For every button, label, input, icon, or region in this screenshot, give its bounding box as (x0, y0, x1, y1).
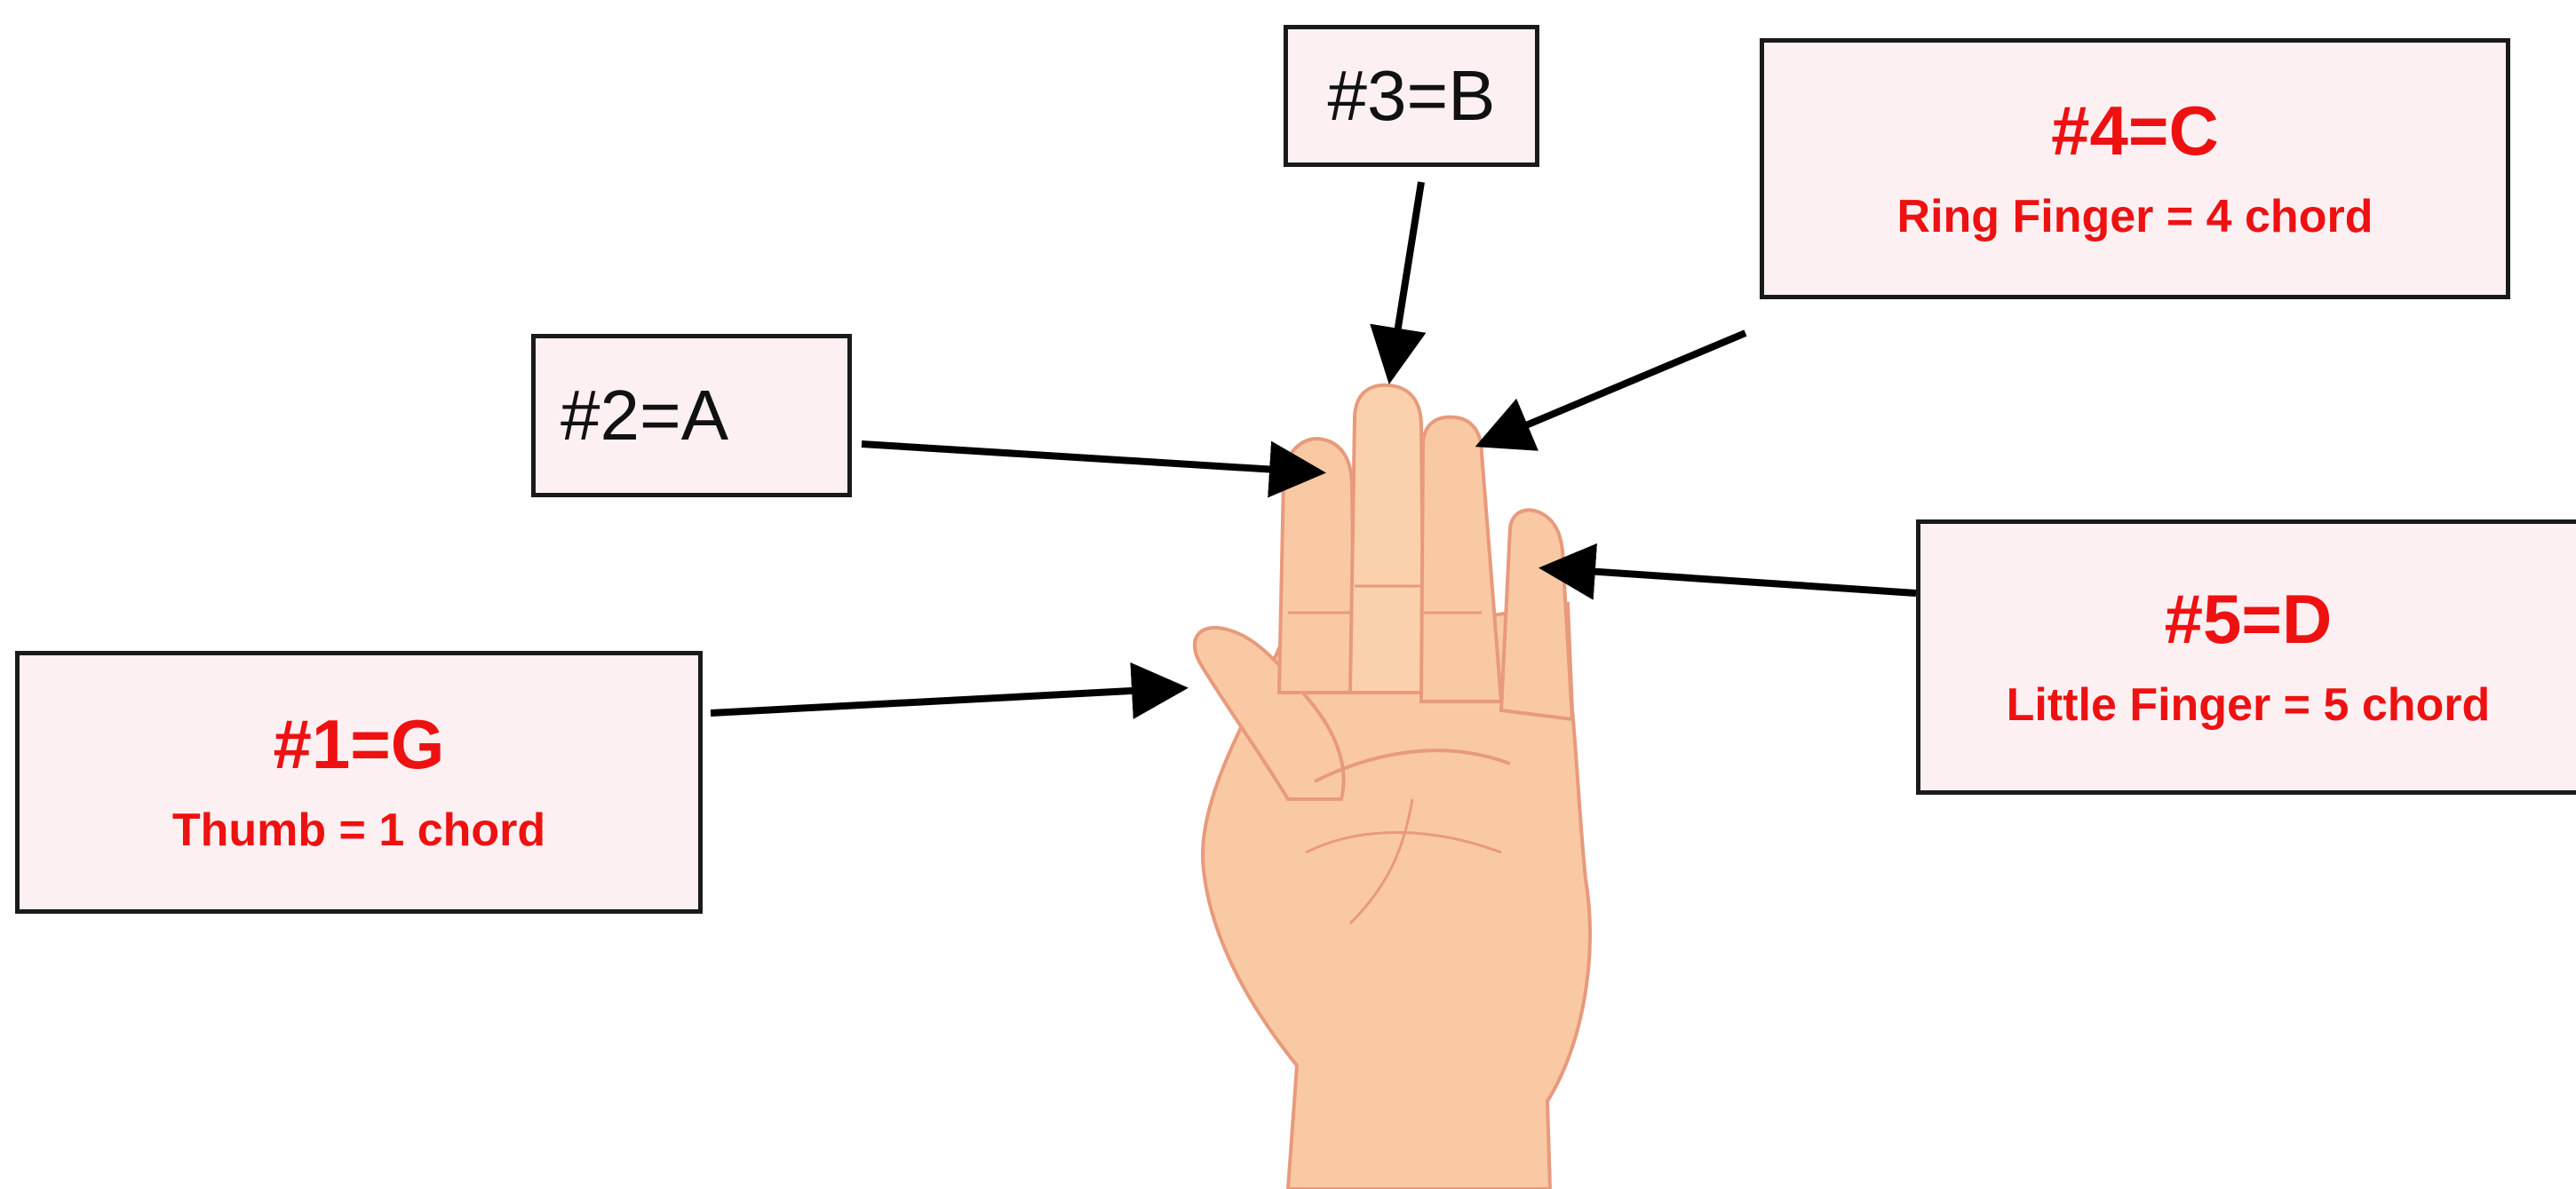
little-finger-shape (1499, 508, 1575, 722)
hand-icon (1193, 383, 1592, 1189)
ring-finger-shape (1419, 415, 1504, 703)
arrow-middle (1370, 181, 1427, 384)
middle-finger-chord-title: #3=B (1327, 56, 1496, 135)
ring-finger-chord-title: #4=C (2051, 91, 2219, 170)
middle-finger-shape (1348, 383, 1427, 694)
thumb-label-box: #1=G Thumb = 1 chord (15, 651, 703, 914)
arrow-ring (1475, 329, 1747, 451)
thumb-chord-caption: Thumb = 1 chord (171, 804, 546, 856)
ring-finger-chord-caption: Ring Finger = 4 chord (1896, 190, 2373, 242)
index-finger-shape (1276, 437, 1357, 694)
thumb-shape (1193, 625, 1346, 801)
little-finger-label-box: #5=D Little Finger = 5 chord (1916, 519, 2576, 795)
arrow-index (861, 440, 1326, 498)
thumb-chord-title: #1=G (273, 704, 445, 783)
arrow-thumb (710, 662, 1189, 719)
middle-finger-label-box: #3=B (1284, 25, 1539, 167)
index-finger-chord-title: #2=A (561, 376, 729, 455)
ring-finger-label-box: #4=C Ring Finger = 4 chord (1760, 38, 2510, 299)
arrow-little (1538, 543, 1917, 600)
little-finger-chord-title: #5=D (2164, 579, 2333, 658)
index-finger-label-box: #2=A (531, 334, 852, 497)
little-finger-chord-caption: Little Finger = 5 chord (2006, 678, 2491, 731)
